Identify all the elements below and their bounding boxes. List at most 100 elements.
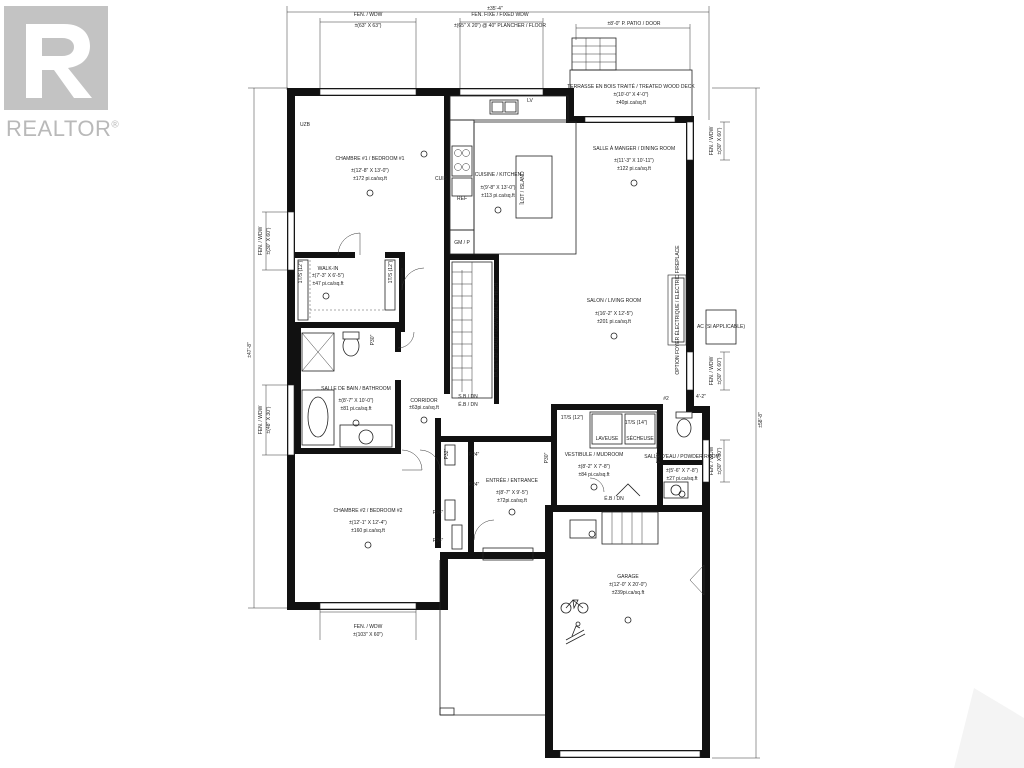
window-bath-size: ±(48" X 30") <box>266 406 272 433</box>
door-tag-p24-c: P24" <box>433 510 444 516</box>
shelf-tag-4: 1T/S (14") <box>625 420 648 426</box>
bathroom-name: SALLE DE BAIN / BATHROOM <box>321 386 391 392</box>
room-corridor: CORRIDOR ±63pi.ca/sq.ft <box>409 398 439 411</box>
room-bathroom: SALLE DE BAIN / BATHROOM ±(8'-7" X 10'-0… <box>321 386 391 412</box>
door-tag-p24-b: P24" <box>469 482 480 488</box>
deck-label: TERRASSE EN BOIS TRAITÉ / TREATED WOOD D… <box>567 83 695 90</box>
reference-tag: #2 <box>663 396 669 402</box>
uzb-tag: UZB <box>300 122 311 128</box>
bedroom2-name: CHAMBRE #2 / BEDROOM #2 <box>334 508 403 514</box>
room-powder: SALLE D'EAU / POWDER ROOM ±(5'-6" X 7'-8… <box>644 454 719 482</box>
realtor-brand: REALTOR <box>6 116 112 141</box>
corridor-area: ±63pi.ca/sq.ft <box>409 405 439 411</box>
window-bedroom1-size: ±(30" X 60") <box>266 227 272 254</box>
realtor-logo-icon <box>4 6 108 110</box>
walkin-name: WALK-IN <box>318 266 339 272</box>
bathroom-fixtures <box>301 331 393 448</box>
entrance-steps <box>439 547 545 716</box>
low-wall-note: MURET 42" HAUT / LOW WALL 42" HIGH <box>494 283 500 378</box>
ac-unit <box>705 309 737 345</box>
range-label: CUIS <box>435 176 448 182</box>
ac-unit-label: AC (SI APPLICABLE) <box>697 324 745 330</box>
door-tag-p32: P32" <box>444 448 450 459</box>
living-size: ±(16'-2" X 12'-5") <box>595 311 633 317</box>
room-walkin: WALK-IN ±(7'-3" X 6'-5") ±47 pi.ca/sq.ft <box>312 266 344 287</box>
dishwasher-label: LV <box>527 98 533 104</box>
window-dining-label: FEN. / WDW <box>709 126 715 155</box>
kitchen-name: CUISINE / KITCHEN <box>475 172 522 178</box>
powder-area: ±27 pi.ca/sq.ft <box>666 476 698 482</box>
kitchen-area: ±113 pi.ca/sq.ft <box>481 193 515 199</box>
laundry-appliances <box>589 411 658 449</box>
powder-name: SALLE D'EAU / POWDER ROOM <box>644 454 719 460</box>
fireplace-label: OPTION FOYER ÉLECTRIQUE / ELECTRIC FIREP… <box>674 245 681 375</box>
powder-room-fixtures <box>663 411 703 499</box>
door-tag-p30-b: P30" <box>370 334 376 345</box>
dining-area: ±122 pi.ca/sq.ft <box>617 166 651 172</box>
powder-size: ±(5'-6" X 7'-8") <box>666 468 698 474</box>
staircase <box>451 261 493 399</box>
stairs-down-tag: S.B / DN <box>458 394 478 400</box>
window-bath-label: FEN. / WDW <box>258 405 264 434</box>
ski-icon <box>565 621 586 645</box>
living-area: ±201 pi.ca/sq.ft <box>597 319 631 325</box>
kitchen-fixtures <box>449 95 577 255</box>
dryer-label: SÉCHEUSE <box>626 435 654 442</box>
corridor-closets <box>444 444 463 550</box>
shelf-tag-1: 1T/S (12") <box>298 260 304 283</box>
realtor-wordmark: REALTOR® <box>6 116 119 142</box>
room-entrance: ENTRÉE / ENTRANCE ±(8'-7" X 9'-5") ±72pi… <box>486 477 539 504</box>
realtor-trademark: ® <box>111 119 120 131</box>
window-living-label: FEN. / WDW <box>709 356 715 385</box>
window-living-size: ±(30" X 60") <box>717 357 723 384</box>
shelf-tag-2: 1T/S (12") <box>388 260 394 283</box>
corridor-name: CORRIDOR <box>410 398 438 404</box>
closet-label: GM / P <box>454 240 470 246</box>
fireplace <box>671 277 685 343</box>
window-powder-size: ±(30" X 30") <box>717 447 723 474</box>
deck-area: ±40pi.ca/sq.ft <box>616 100 646 106</box>
mudroom-name: VESTIBULE / MUDROOM <box>565 452 624 458</box>
door-tag-p24-a: P24" <box>469 452 480 458</box>
room-bedroom1: CHAMBRE #1 / BEDROOM #1 ±(12'-8" X 13'-0… <box>336 156 405 182</box>
room-kitchen: CUISINE / KITCHEN ±(9'-8" X 13'-0") ±113… <box>475 172 522 199</box>
light-fixture-icons <box>322 150 686 624</box>
kitchen-size: ±(9'-8" X 13'-0") <box>481 185 516 191</box>
window-top-left-label: FEN. / WDW <box>354 12 383 18</box>
dining-name: SALLE À MANGER / DINING ROOM <box>593 145 675 152</box>
room-living: SALON / LIVING ROOM ±(16'-2" X 12'-5") ±… <box>587 298 641 325</box>
door-swings <box>337 232 705 596</box>
fridge-label: REF <box>457 196 467 202</box>
bedroom1-name: CHAMBRE #1 / BEDROOM #1 <box>336 156 405 162</box>
window-kitchen-label: FEN. FIXE / FIXED WDW <box>471 12 529 18</box>
overall-width-dim: ±35'-4" <box>487 6 503 12</box>
room-garage: GARAGE ±(12'-0" X 20'-0") ±239pi.ca/sq.f… <box>609 574 647 596</box>
deck-size: ±(10'-0" X 4'-0") <box>614 92 649 98</box>
door-tag-p24-d: P24" <box>433 538 444 544</box>
mudroom-area: ±84 pi.ca/sq.ft <box>578 472 610 478</box>
interior-walls <box>295 96 663 554</box>
treated-wood-deck <box>569 37 693 119</box>
window-powder-label: FEN. / WDW <box>709 446 715 475</box>
garage-name: GARAGE <box>617 574 639 580</box>
overall-depth-right-dim: ±58'-8" <box>758 412 764 428</box>
bedroom2-area: ±160 pi.ca/sq.ft <box>351 528 385 534</box>
entrance-name: ENTRÉE / ENTRANCE <box>486 477 539 484</box>
garage-stairs <box>569 483 659 545</box>
mudroom-size: ±(8'-2" X 7'-8") <box>578 464 610 470</box>
bedroom2-size: ±(12'-1" X 12'-4") <box>349 520 387 526</box>
dining-size: ±(11'-3" X 10'-11") <box>614 158 654 164</box>
stairs-down-label: É.B / DN <box>458 401 478 408</box>
garage-stairs-down-label: É.B / DN <box>604 495 624 502</box>
island-label: ÎLOT / ISLAND <box>519 171 526 206</box>
dimension-tag: 4'-2" <box>696 394 706 400</box>
living-name: SALON / LIVING ROOM <box>587 298 641 304</box>
door-tag-p30: P30" <box>544 452 550 463</box>
bicycle-icon <box>560 599 589 614</box>
corner-watermark-shapes <box>954 688 1024 768</box>
bedroom1-size: ±(12'-8" X 13'-0") <box>351 168 389 174</box>
dimension-lines <box>248 6 760 759</box>
shelf-tag-3: 1T/S (12") <box>561 415 584 421</box>
patio-door-size: ±8'-0" P. PATIO / DOOR <box>608 21 661 27</box>
